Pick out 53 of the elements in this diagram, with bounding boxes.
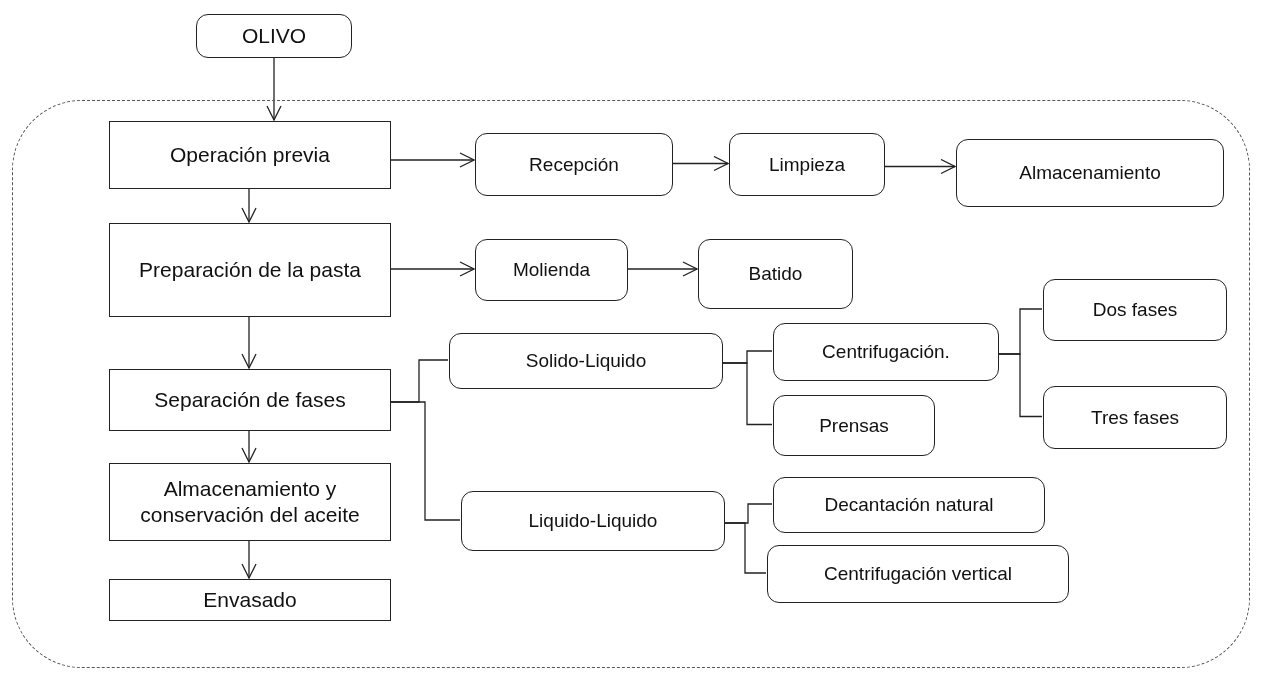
bracket-connector (723, 522, 767, 574)
node-label: Centrifugación. (822, 340, 950, 364)
arrow (389, 152, 475, 168)
arrow (883, 158, 956, 175)
rounded-box (1043, 386, 1227, 449)
bracket-connector (721, 362, 773, 426)
node-label: Molienda (512, 258, 591, 282)
node-label: Prensas (819, 413, 889, 438)
node-label: Almacenamiento y conservación del aceite (139, 475, 361, 528)
node-label: Decantación natural (824, 493, 994, 517)
arrow (241, 539, 257, 579)
arrow (266, 57, 282, 121)
rounded-box (773, 323, 999, 381)
arrow (671, 155, 729, 172)
node-label: Solido-Liquido (525, 349, 647, 373)
rounded-box (698, 239, 853, 309)
rounded-box (773, 395, 935, 456)
arrow (241, 429, 257, 463)
rounded-box (475, 133, 673, 196)
node-label: Liquido-Liquido (528, 509, 658, 533)
rounded-box (773, 477, 1045, 533)
rounded-box (475, 239, 628, 301)
arrow (389, 261, 475, 277)
arrow (241, 187, 257, 223)
rounded-box (956, 139, 1224, 207)
node-label: Batido (748, 262, 803, 286)
process-box (109, 369, 391, 431)
node-label: Envasado (203, 586, 297, 613)
node-label: Dos fases (1092, 298, 1178, 322)
node-label: Operación previa (170, 141, 330, 168)
arrow (241, 315, 257, 369)
process-box (109, 121, 391, 189)
process-box (109, 223, 391, 317)
rounded-box (767, 545, 1069, 603)
node-label: Separación de fases (154, 386, 346, 413)
process-box (109, 579, 391, 621)
process-box (109, 463, 391, 541)
rounded-box (461, 491, 725, 551)
arrow (626, 261, 698, 277)
rounded-box (196, 14, 352, 58)
rounded-box (1043, 279, 1227, 341)
bracket-connector (389, 401, 461, 521)
node-label: Almacenamiento (1019, 161, 1161, 185)
node-label: Recepción (529, 152, 619, 177)
node-label: Limpieza (768, 152, 845, 177)
bracket-connector (997, 353, 1043, 418)
rounded-box (729, 133, 885, 196)
dashed-group-outline (12, 100, 1250, 668)
node-label: Preparación de la pasta (139, 256, 361, 283)
rounded-box (449, 333, 723, 389)
node-label: OLIVO (241, 22, 307, 49)
node-label: Centrifugación vertical (824, 562, 1012, 586)
node-label: Tres fases (1091, 405, 1179, 430)
